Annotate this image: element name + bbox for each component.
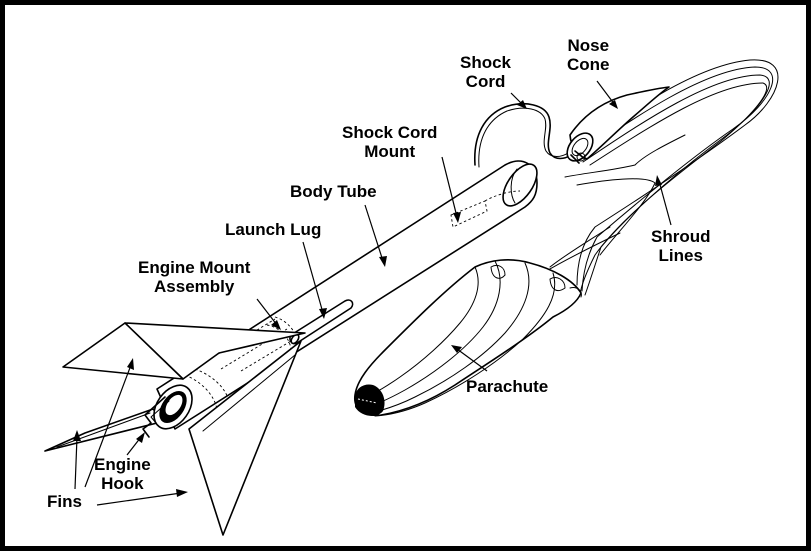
label-shock-cord-mount-line2: Mount — [364, 142, 416, 161]
label-shock-cord: Shock Cord — [460, 53, 511, 91]
parachute-canopy — [354, 258, 582, 417]
label-shroud-lines: Shroud Lines — [651, 227, 711, 265]
label-shock-cord-line1: Shock — [460, 53, 512, 72]
label-fins: Fins — [47, 492, 82, 511]
label-engine-mount-assembly-line2: Assembly — [154, 277, 235, 296]
label-engine-hook-line2: Hook — [101, 474, 144, 493]
nose-cone — [566, 86, 670, 164]
engine-hook — [142, 396, 170, 438]
rocket-diagram-art — [44, 59, 779, 536]
label-parachute: Parachute — [466, 377, 549, 396]
label-engine-mount-assembly-line1: Engine Mount — [138, 258, 251, 277]
label-shock-cord-mount: Shock Cord Mount — [342, 123, 437, 161]
label-shock-cord-line2: Cord — [465, 72, 506, 91]
leader-lines — [73, 80, 672, 506]
engine-end — [153, 384, 193, 430]
label-nose-cone-line1: Nose — [567, 36, 610, 55]
label-launch-lug: Launch Lug — [225, 220, 322, 239]
shroud-lines — [542, 59, 779, 296]
shock-cord — [474, 103, 572, 168]
label-body-tube: Body Tube — [290, 182, 377, 201]
label-shroud-lines-line1: Shroud — [651, 227, 711, 246]
label-engine-mount-assembly: Engine Mount Assembly — [138, 258, 250, 296]
label-shroud-lines-line2: Lines — [658, 246, 703, 265]
label-nose-cone-line2: Cone — [567, 55, 610, 74]
label-engine-hook-line1: Engine — [94, 455, 151, 474]
label-engine-hook: Engine Hook — [94, 455, 151, 493]
label-nose-cone: Nose Cone — [567, 36, 610, 74]
label-shock-cord-mount-line1: Shock Cord — [342, 123, 438, 142]
